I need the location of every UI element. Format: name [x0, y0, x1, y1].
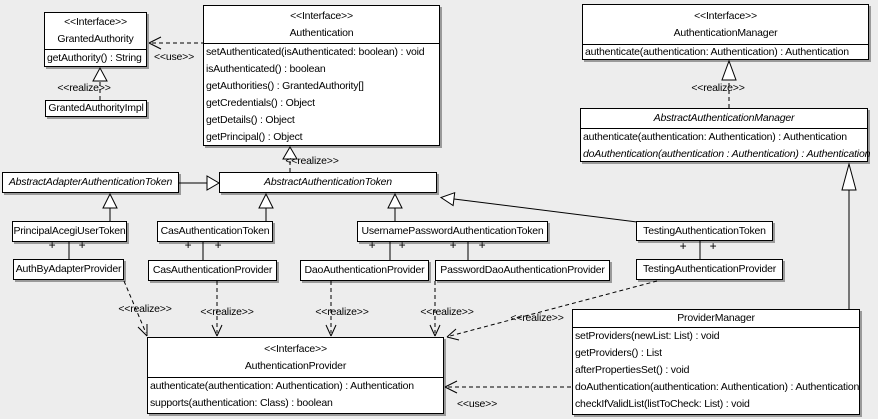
assoc-end-plus: +	[679, 239, 687, 253]
gen-providermanager	[841, 162, 857, 309]
class-abstract-authentication-token: AbstractAuthenticationToken	[219, 172, 437, 193]
class-name: AbstractAuthenticationManager	[653, 112, 795, 124]
gen-adapter-token	[179, 175, 220, 191]
class-principal-acegi-user-token: PrincipalAcegiUserToken	[12, 221, 127, 242]
realize-label: <<realize>>	[691, 82, 745, 94]
class-name: AbstractAdapterAuthenticationToken	[8, 176, 173, 188]
use-authentication-grantedauthority	[148, 36, 203, 50]
method: setAuthenticated(isAuthenticated: boolea…	[206, 46, 425, 58]
assoc-end-plus: +	[48, 238, 56, 252]
class-granted-authority-impl: GrantedAuthorityImpl	[45, 100, 147, 117]
gen-testing-token	[439, 191, 638, 223]
method: afterPropertiesSet() : void	[575, 364, 690, 376]
method: getCredentials() : Object	[206, 97, 315, 109]
method: supports(authentication: Class) : boolea…	[150, 397, 333, 409]
method: authenticate(authentication: Authenticat…	[150, 380, 414, 392]
method: authenticate(authentication: Authenticat…	[583, 131, 847, 143]
gen-usernamepassword-token	[387, 192, 403, 221]
class-name: CasAuthenticationToken	[160, 225, 270, 237]
method: authenticate(authentication: Authenticat…	[585, 46, 849, 58]
class-testing-authentication-token: TestingAuthenticationToken	[636, 221, 773, 241]
assoc-end-plus: +	[398, 238, 406, 252]
class-abstract-authentication-manager: AbstractAuthenticationManager authentica…	[580, 108, 871, 162]
class-name: Authentication	[289, 26, 354, 39]
realize-label: <<realize>>	[118, 303, 172, 315]
class-name: AuthenticationProvider	[244, 359, 347, 372]
class-name: TestingAuthenticationProvider	[642, 263, 777, 275]
class-password-dao-authentication-provider: PasswordDaoAuthenticationProvider	[435, 260, 610, 281]
method: doAuthentication(authentication: Authent…	[575, 381, 860, 393]
realize-label: <<realize>>	[315, 306, 369, 318]
method: setProviders(newList: List) : void	[575, 330, 720, 342]
class-name: AuthenticationManager	[673, 26, 778, 39]
method: getAuthority() : String	[47, 52, 142, 64]
class-username-password-authentication-token: UsernamePasswordAuthenticationToken	[357, 221, 548, 242]
use-providermanager-authenticationprovider	[444, 380, 572, 394]
use-label: <<use>>	[456, 398, 498, 410]
gen-principal-token	[102, 192, 118, 221]
realize-label: <<realize>>	[510, 312, 564, 324]
stereotype-label: <<Interface>>	[264, 342, 327, 355]
assoc-end-plus: +	[709, 239, 717, 253]
class-testing-authentication-provider: TestingAuthenticationProvider	[636, 259, 783, 280]
method: getProviders() : List	[575, 347, 662, 359]
method: getDetails() : Object	[206, 114, 295, 126]
class-provider-manager: ProviderManager setProviders(newList: Li…	[572, 309, 860, 415]
method: isAuthenticated() : boolean	[206, 63, 326, 75]
class-name: GrantedAuthority	[57, 33, 134, 45]
class-authentication-manager: <<Interface>> AuthenticationManager auth…	[582, 4, 869, 60]
class-name: AbstractAuthenticationToken	[264, 176, 392, 188]
class-name: CasAuthenticationProvider	[152, 264, 273, 276]
class-auth-by-adapter-provider: AuthByAdapterProvider	[13, 259, 124, 280]
method: checkIfValidList(listToCheck: List) : vo…	[575, 398, 750, 410]
class-name: GrantedAuthorityImpl	[48, 102, 144, 114]
class-name: PasswordDaoAuthenticationProvider	[440, 264, 605, 276]
realize-label: <<realize>>	[57, 82, 111, 94]
assoc-end-plus: +	[478, 238, 486, 252]
assoc-end-plus: +	[214, 238, 222, 252]
stereotype-label: <<Interface>>	[64, 16, 127, 28]
class-name: DaoAuthenticationProvider	[304, 264, 425, 276]
method: getPrincipal() : Object	[206, 131, 303, 143]
class-name: UsernamePasswordAuthenticationToken	[361, 225, 544, 237]
class-name: ProviderManager	[677, 312, 755, 324]
assoc-end-plus: +	[449, 238, 457, 252]
class-cas-authentication-provider: CasAuthenticationProvider	[148, 260, 277, 281]
stereotype-label: <<Interface>>	[694, 9, 757, 22]
assoc-end-plus: +	[184, 238, 192, 252]
assoc-end-plus: +	[78, 238, 86, 252]
gen-cas-token	[258, 192, 274, 221]
class-dao-authentication-provider: DaoAuthenticationProvider	[300, 260, 429, 281]
realize-label: <<realize>>	[285, 155, 339, 167]
stereotype-label: <<Interface>>	[290, 9, 353, 22]
realize-label: <<realize>>	[200, 306, 254, 318]
use-label: <<use>>	[153, 51, 195, 63]
realize-label: <<realize>>	[420, 306, 474, 318]
class-abstract-adapter-authentication-token: AbstractAdapterAuthenticationToken	[2, 172, 179, 193]
class-name: AuthByAdapterProvider	[15, 263, 122, 275]
method: doAuthentication(authentication : Authen…	[583, 148, 871, 160]
assoc-end-plus: +	[368, 238, 376, 252]
class-name: TestingAuthenticationToken	[643, 224, 766, 237]
class-name: PrincipalAcegiUserToken	[13, 225, 126, 237]
class-authentication-provider: <<Interface>> AuthenticationProvider aut…	[147, 337, 444, 414]
class-authentication: <<Interface>> Authentication setAuthenti…	[203, 5, 440, 146]
class-granted-authority: <<Interface>> GrantedAuthority getAuthor…	[44, 12, 147, 67]
class-cas-authentication-token: CasAuthenticationToken	[157, 221, 273, 242]
method: getAuthorities() : GrantedAuthority[]	[206, 80, 364, 92]
